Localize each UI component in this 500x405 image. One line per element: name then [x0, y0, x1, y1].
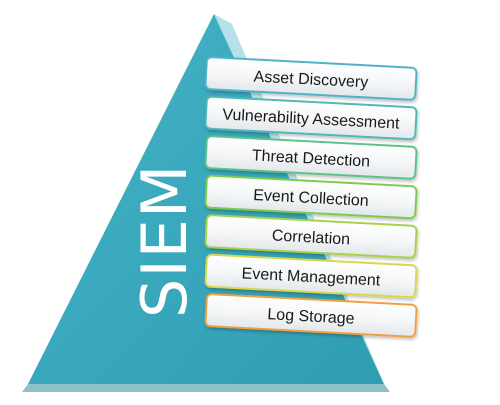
layer-card: Correlation: [204, 214, 418, 259]
layer-label: Threat Detection: [251, 147, 370, 170]
layer-card: Threat Detection: [204, 135, 418, 180]
layer-card: Asset Discovery: [204, 56, 418, 101]
layer-card: Log Storage: [204, 293, 418, 338]
pyramid-bottom-edge: [22, 384, 390, 392]
layer-card: Vulnerability Assessment: [204, 95, 418, 141]
layer-card-box: [204, 214, 418, 259]
layer-card-box: [204, 95, 418, 141]
pyramid-title: SIEM: [128, 164, 201, 318]
layer-label: Event Collection: [253, 187, 369, 210]
layer-label: Correlation: [271, 227, 350, 248]
layer-label: Log Storage: [267, 306, 355, 328]
layer-card-box: [204, 293, 418, 338]
layer-card: Event Management: [204, 253, 418, 299]
layer-label: Asset Discovery: [253, 68, 368, 91]
layer-card-box: [204, 56, 418, 101]
layer-card-box: [204, 135, 418, 180]
layer-card-box: [204, 174, 418, 220]
layer-card-box: [204, 253, 418, 299]
layer-card: Event Collection: [204, 174, 418, 220]
